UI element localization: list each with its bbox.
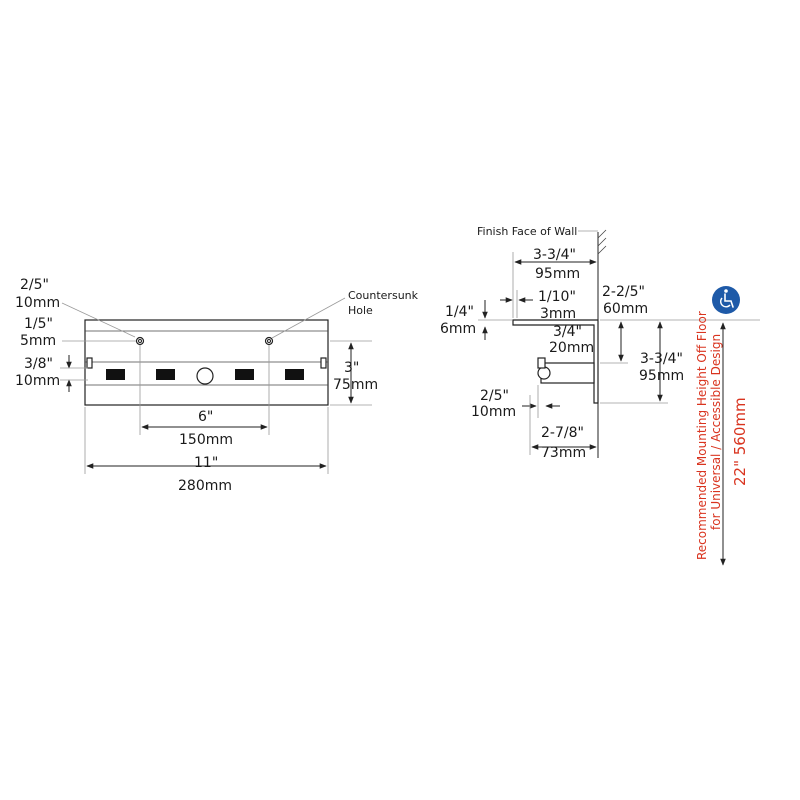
side-height-in: 3-3/4" <box>640 351 683 367</box>
hole-offset-in: 2/5" <box>20 277 49 293</box>
side-depth-mm: 95mm <box>535 266 580 282</box>
edge-offset-mm: 5mm <box>20 333 56 349</box>
wheelchair-icon <box>719 289 734 308</box>
front-height-mm: 75mm <box>333 377 378 393</box>
flange-mm: 6mm <box>440 321 476 337</box>
bracket-profile <box>512 319 599 404</box>
grip-pad <box>156 369 175 380</box>
edge-offset-in: 1/5" <box>24 316 53 332</box>
rod-depth-mm: 73mm <box>541 445 586 461</box>
mounting-label-line2: for Universal / Accessible Design <box>709 334 723 530</box>
front-view: 2/5" 10mm 1/5" 5mm 3/8" 10mm 3" 75mm 6" … <box>15 277 419 494</box>
front-plate <box>84 319 329 406</box>
countersunk-label-hole: Hole <box>348 304 373 317</box>
countersunk-label: Countersunk <box>348 289 419 302</box>
hole-spacing-mm: 150mm <box>179 432 233 448</box>
mounting-height-value: 22" 560mm <box>731 397 749 486</box>
countersunk-hole <box>135 336 145 346</box>
front-width-mm: 280mm <box>178 478 232 494</box>
thickness-mm: 3mm <box>540 306 576 322</box>
side-view: Finish Face of Wall 3-3/4" 95mm 1/10" 3m… <box>440 225 760 461</box>
front-height-in: 3" <box>344 360 359 376</box>
rod-drop-in: 3/4" <box>553 324 582 340</box>
grip-pad <box>235 369 254 380</box>
wall-label: Finish Face of Wall <box>477 225 577 238</box>
hole-offset-mm: 10mm <box>15 295 60 311</box>
rod-offset-in: 3/8" <box>24 356 53 372</box>
rod-drop-mm: 20mm <box>549 340 594 356</box>
mounting-label-line1: Recommended Mounting Height Off Floor <box>695 311 709 560</box>
grip-pad <box>285 369 304 380</box>
rod-offset-mm: 10mm <box>15 373 60 389</box>
center-knob <box>196 367 214 385</box>
rod-dia-in: 2/5" <box>480 388 509 404</box>
side-height-mm: 95mm <box>639 368 684 384</box>
mounting-height: Recommended Mounting Height Off Floor fo… <box>695 286 749 566</box>
rod-depth-in: 2-7/8" <box>541 425 584 441</box>
top-offset-mm: 60mm <box>603 301 648 317</box>
top-offset-in: 2-2/5" <box>602 284 645 300</box>
front-width-in: 11" <box>194 455 218 471</box>
thickness-in: 1/10" <box>538 289 576 305</box>
hole-spacing-in: 6" <box>198 409 213 425</box>
rod-dia-mm: 10mm <box>471 404 516 420</box>
grip-pad <box>106 369 125 380</box>
side-depth-in: 3-3/4" <box>533 247 576 263</box>
countersunk-hole <box>264 336 274 346</box>
flange-in: 1/4" <box>445 304 474 320</box>
